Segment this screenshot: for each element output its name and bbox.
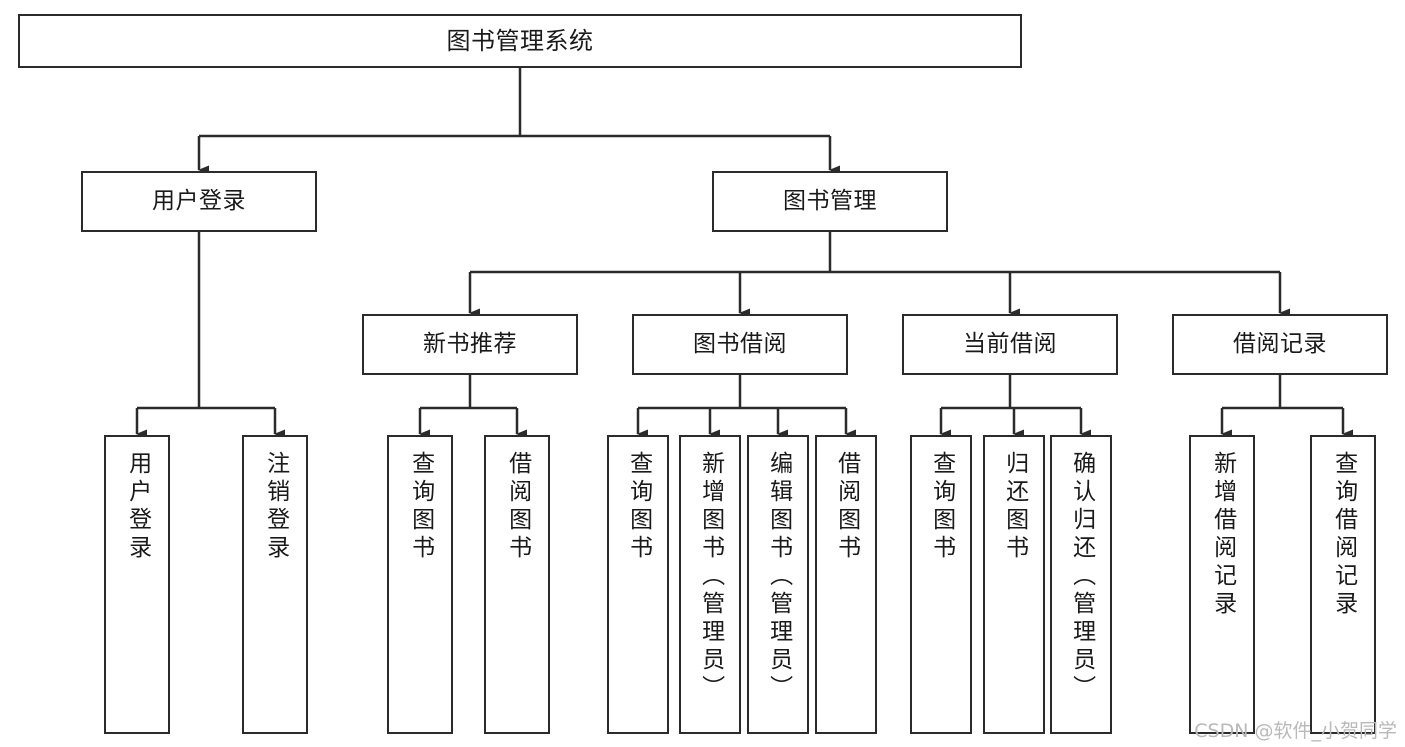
node-fn-user-logout[interactable]: 注销登录: [242, 435, 308, 734]
node-label-fn-query-record: 查询借阅记录: [1330, 451, 1357, 619]
node-new-book-rec[interactable]: 新书推荐: [362, 314, 578, 375]
node-label-fn-user-logout: 注销登录: [262, 451, 289, 563]
node-current-borrow[interactable]: 当前借阅: [902, 314, 1118, 375]
node-fn-add-book[interactable]: 新增图书（管理员）: [679, 435, 741, 734]
node-fn-rec-borrow-book[interactable]: 借阅图书: [484, 435, 550, 734]
node-label-fn-cur-query-book: 查询图书: [928, 451, 955, 563]
node-fn-user-login[interactable]: 用户登录: [104, 435, 170, 734]
node-book-manage[interactable]: 图书管理: [712, 171, 948, 232]
node-root[interactable]: 图书管理系统: [18, 14, 1022, 68]
node-label-fn-rec-borrow-book: 借阅图书: [504, 451, 531, 563]
node-label-root: 图书管理系统: [446, 26, 594, 55]
node-book-borrow[interactable]: 图书借阅: [632, 314, 848, 375]
node-label-fn-user-login: 用户登录: [124, 451, 151, 563]
node-label-fn-confirm-return: 确认归还（管理员）: [1068, 451, 1095, 703]
node-label-borrow-record: 借阅记录: [1233, 330, 1327, 357]
node-user-login[interactable]: 用户登录: [81, 171, 317, 232]
node-label-book-manage: 图书管理: [783, 187, 877, 214]
node-fn-cur-query-book[interactable]: 查询图书: [910, 435, 972, 734]
node-label-user-login: 用户登录: [152, 187, 246, 214]
node-label-fn-borrow-query-book: 查询图书: [625, 451, 652, 563]
node-fn-rec-query-book[interactable]: 查询图书: [387, 435, 453, 734]
node-fn-add-record[interactable]: 新增借阅记录: [1189, 435, 1255, 734]
node-label-new-book-rec: 新书推荐: [423, 330, 517, 357]
node-label-current-borrow: 当前借阅: [963, 330, 1057, 357]
node-label-fn-add-record: 新增借阅记录: [1209, 451, 1236, 619]
node-fn-confirm-return[interactable]: 确认归还（管理员）: [1050, 435, 1112, 734]
node-label-fn-borrow-book: 借阅图书: [833, 451, 860, 563]
node-label-fn-return-book: 归还图书: [1001, 451, 1028, 563]
node-borrow-record[interactable]: 借阅记录: [1172, 314, 1388, 375]
node-label-fn-edit-book: 编辑图书（管理员）: [765, 451, 792, 703]
node-fn-borrow-book[interactable]: 借阅图书: [815, 435, 877, 734]
node-fn-return-book[interactable]: 归还图书: [983, 435, 1045, 734]
node-label-book-borrow: 图书借阅: [693, 330, 787, 357]
node-label-fn-add-book: 新增图书（管理员）: [697, 451, 724, 703]
node-fn-borrow-query-book[interactable]: 查询图书: [607, 435, 669, 734]
node-fn-edit-book[interactable]: 编辑图书（管理员）: [747, 435, 809, 734]
node-label-fn-rec-query-book: 查询图书: [407, 451, 434, 563]
node-fn-query-record[interactable]: 查询借阅记录: [1310, 435, 1376, 734]
